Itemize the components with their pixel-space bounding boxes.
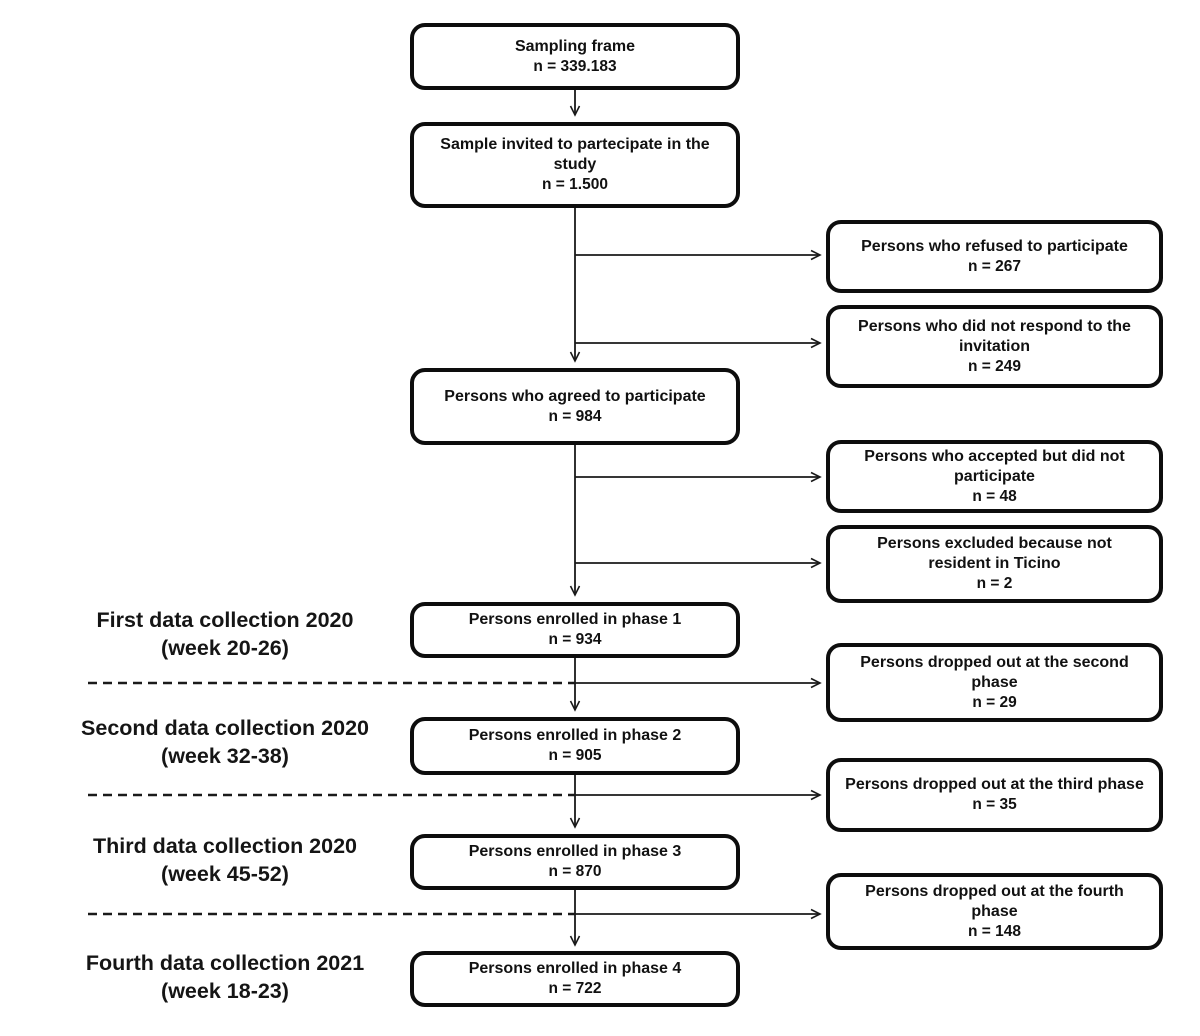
phase-label-fourth-collection: Fourth data collection 2021 (week 18-23) (55, 949, 395, 1005)
box-agreed-to-participate: Persons who agreed to participate n = 98… (410, 368, 740, 445)
box-n-value: n = 267 (968, 257, 1021, 275)
phase-label-third-collection: Third data collection 2020 (week 45-52) (55, 832, 395, 888)
box-title: Persons who agreed to participate (444, 387, 706, 405)
box-enrolled-phase-2: Persons enrolled in phase 2 n = 905 (410, 717, 740, 775)
box-enrolled-phase-1: Persons enrolled in phase 1 n = 934 (410, 602, 740, 658)
box-refused-to-participate: Persons who refused to participate n = 2… (826, 220, 1163, 293)
box-title: Persons enrolled in phase 3 (468, 843, 682, 860)
box-excluded-not-resident-ticino: Persons excluded because not resident in… (826, 525, 1163, 603)
box-title: Persons dropped out at the third phase (845, 776, 1144, 793)
box-did-not-respond: Persons who did not respond to the invit… (826, 305, 1163, 388)
box-title: Persons dropped out at the second phase (860, 653, 1129, 691)
box-n-value: n = 984 (548, 407, 602, 425)
box-n-value: n = 35 (972, 796, 1017, 813)
box-dropped-out-fourth-phase: Persons dropped out at the fourth phase … (826, 873, 1163, 950)
phase-label-line1: Second data collection 2020 (81, 716, 369, 740)
box-title: Persons who accepted but did not partici… (864, 447, 1125, 485)
box-title: Sampling frame (514, 37, 636, 55)
box-sampling-frame: Sampling frame n = 339.183 (410, 23, 740, 90)
phase-label-line2: (week 32-38) (161, 744, 289, 768)
box-title: Persons dropped out at the fourth phase (865, 882, 1124, 920)
box-sample-invited: Sample invited to partecipate in the stu… (410, 122, 740, 208)
box-title: Persons excluded because not resident in… (877, 535, 1112, 572)
box-n-value: n = 249 (968, 357, 1021, 375)
phase-label-first-collection: First data collection 2020 (week 20-26) (55, 606, 395, 662)
phase-label-line1: Fourth data collection 2021 (85, 951, 365, 975)
box-n-value: n = 722 (548, 980, 602, 997)
box-enrolled-phase-4: Persons enrolled in phase 4 n = 722 (410, 951, 740, 1007)
phase-label-line2: (week 20-26) (161, 636, 289, 660)
box-enrolled-phase-3: Persons enrolled in phase 3 n = 870 (410, 834, 740, 890)
box-title: Persons who did not respond to the invit… (858, 317, 1131, 355)
box-title: Persons enrolled in phase 1 (468, 611, 682, 628)
box-title: Sample invited to partecipate in the stu… (440, 136, 710, 173)
box-n-value: n = 339.183 (533, 57, 617, 75)
phase-label-line2: (week 45-52) (161, 862, 289, 886)
box-title: Persons who refused to participate (861, 237, 1128, 255)
box-n-value: n = 905 (548, 747, 602, 764)
box-title: Persons enrolled in phase 4 (468, 960, 682, 977)
box-n-value: n = 2 (976, 575, 1013, 592)
box-n-value: n = 29 (972, 693, 1017, 711)
box-accepted-but-did-not-participate: Persons who accepted but did not partici… (826, 440, 1163, 513)
box-n-value: n = 48 (972, 487, 1017, 505)
box-dropped-out-third-phase: Persons dropped out at the third phase n… (826, 758, 1163, 832)
phase-label-line1: Third data collection 2020 (92, 834, 358, 858)
box-n-value: n = 870 (548, 863, 602, 880)
box-n-value: n = 934 (548, 631, 602, 648)
phase-label-second-collection: Second data collection 2020 (week 32-38) (55, 714, 395, 770)
box-n-value: n = 1.500 (542, 176, 608, 193)
phase-label-line2: (week 18-23) (161, 979, 289, 1003)
box-title: Persons enrolled in phase 2 (468, 727, 682, 744)
phase-label-line1: First data collection 2020 (96, 608, 354, 632)
box-dropped-out-second-phase: Persons dropped out at the second phase … (826, 643, 1163, 722)
box-n-value: n = 148 (968, 922, 1021, 940)
